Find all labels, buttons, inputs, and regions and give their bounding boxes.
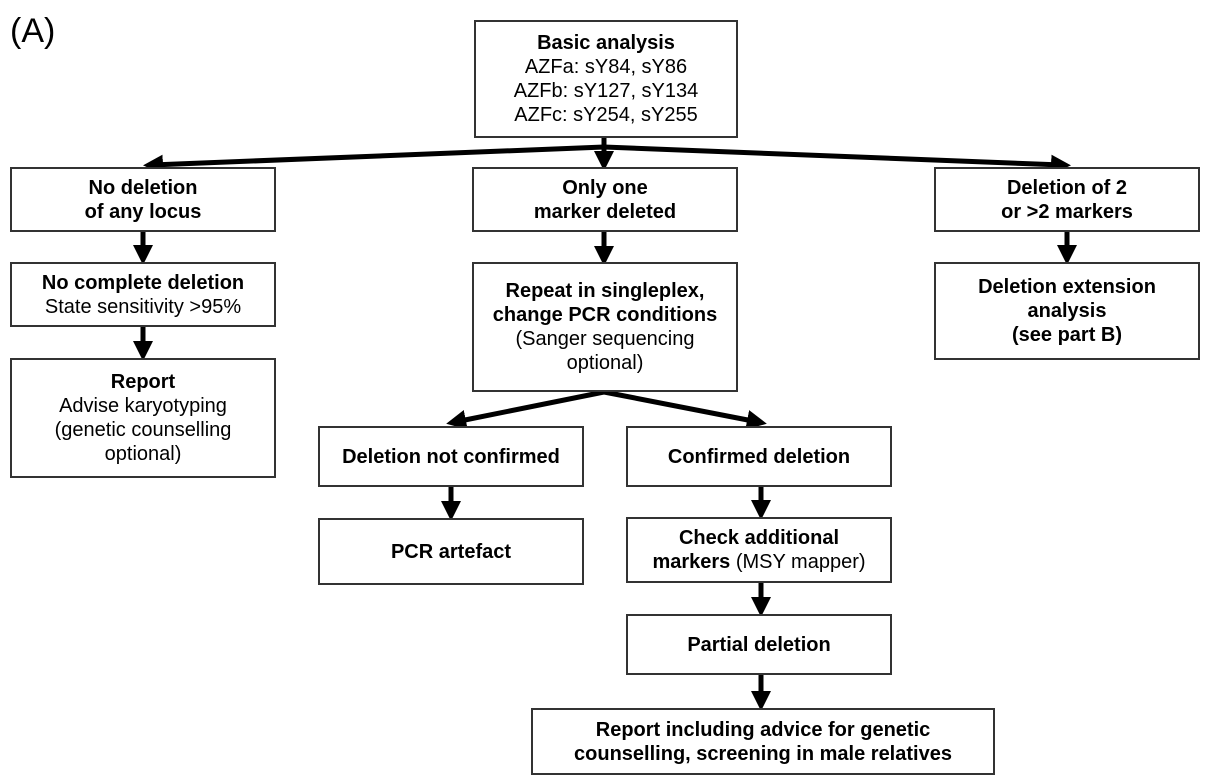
report-left-line-1: Advise karyotyping [59, 395, 227, 417]
deletion-two-line-0: Deletion of 2 [1006, 176, 1127, 199]
repeat-line-1: change PCR conditions [492, 304, 718, 326]
repeat-singleplex-box: Repeat in singleplex,change PCR conditio… [472, 262, 738, 392]
basic-line-1: AZFa: sY84, sY86 [524, 56, 688, 78]
extension-line-0: Deletion extension [978, 276, 1156, 298]
basic-line-3: AZFc: sY254, sY255 [514, 104, 698, 126]
arrow-repeat-to-not-confirmed [446, 389, 605, 430]
extension-line-1: analysis [1027, 300, 1107, 322]
only-one-line-0: Only one [562, 176, 648, 199]
report-left-line-2: (genetic counselling [54, 419, 232, 441]
report-final-line-1: counselling, screening in male relatives [574, 742, 952, 765]
arrow-repeat-to-confirmed [603, 389, 767, 430]
repeat-line-0: Repeat in singleplex, [505, 280, 705, 302]
no-complete-line-1: State sensitivity >95% [44, 295, 242, 318]
pcr-artefact-line-0: PCR artefact [390, 540, 512, 563]
no-deletion-line-1: of any locus [84, 200, 202, 223]
not-confirmed-line-0: Deletion not confirmed [342, 445, 560, 468]
panel-label: (A) [10, 12, 56, 50]
report-left-line-3: optional) [104, 443, 182, 465]
check-markers-line-1: markers (MSY mapper) [652, 551, 866, 573]
pcr-artefact-box: PCR artefact [318, 518, 584, 585]
no-complete-line-0: No complete deletion [41, 271, 245, 294]
deletion-two-line-1: or >2 markers [1001, 200, 1133, 223]
basic-line-0: Basic analysis [537, 32, 675, 54]
extension-line-2: (see part B) [1011, 324, 1123, 346]
arrow-basic-to-no-deletion [143, 144, 605, 175]
confirmed-deletion-box: Confirmed deletion [626, 426, 892, 487]
partial-deletion-box: Partial deletion [626, 614, 892, 675]
repeat-line-3: optional) [566, 352, 644, 374]
arrow-basic-to-deletion-two [603, 144, 1071, 175]
deletion-not-confirmed-box: Deletion not confirmed [318, 426, 584, 487]
only-one-line-1: marker deleted [533, 200, 677, 223]
report-final-line-0: Report including advice for genetic [595, 718, 931, 741]
basic-line-2: AZFb: sY127, sY134 [513, 80, 699, 102]
report-left-line-0: Report [110, 371, 176, 393]
repeat-line-2: (Sanger sequencing [515, 328, 695, 350]
check-markers-line-0: Check additional [678, 527, 840, 549]
confirmed-line-0: Confirmed deletion [667, 445, 851, 468]
no-deletion-line-0: No deletion [88, 176, 198, 199]
partial-line-0: Partial deletion [687, 633, 831, 656]
